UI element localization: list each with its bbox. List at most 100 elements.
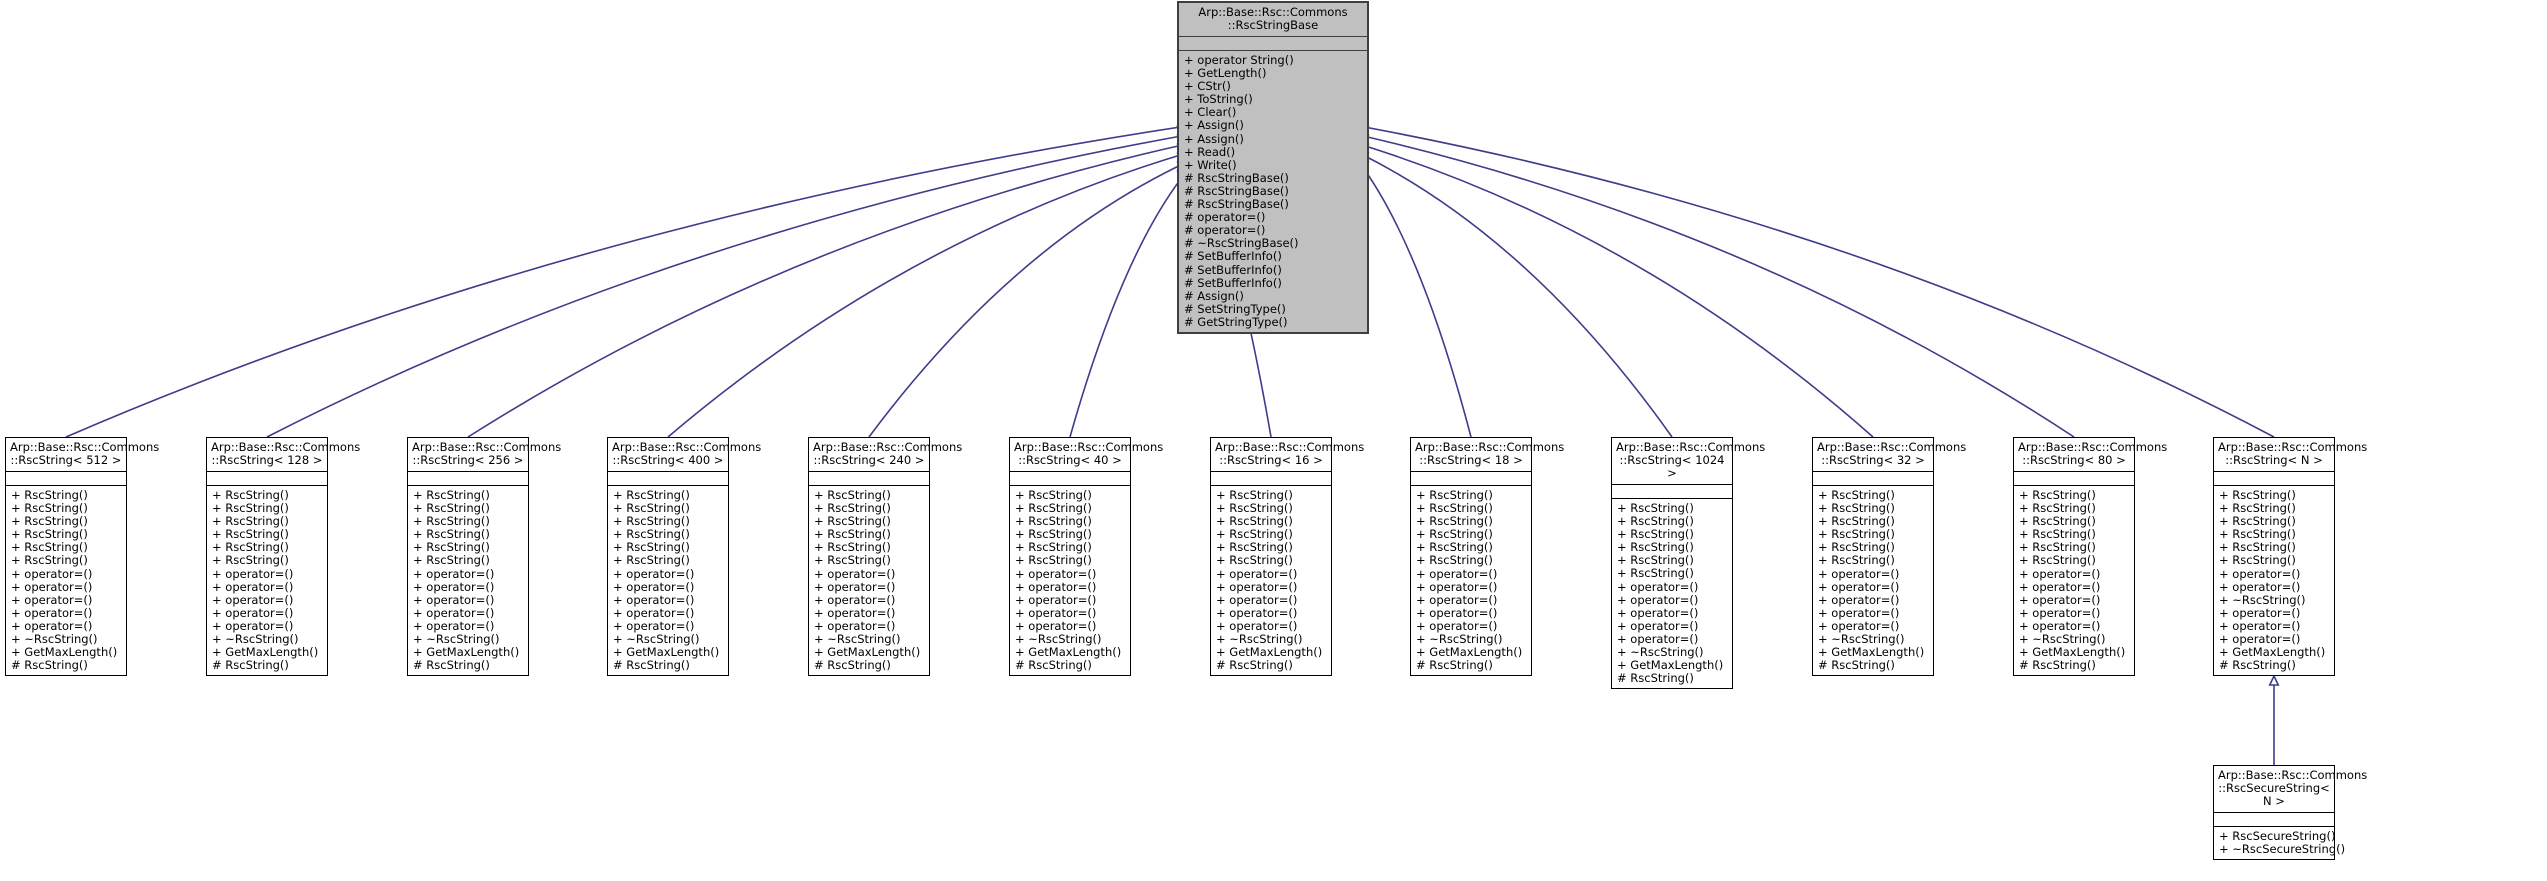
class-operation: + operator=()	[2019, 592, 2101, 607]
class-operation: + RscString()	[1617, 501, 1694, 515]
class-operation: # SetBufferInfo()	[1184, 249, 1282, 264]
class-operation: + operator=()	[2019, 605, 2101, 620]
class-box-rscstring-400[interactable]: Arp::Base::Rsc::Commons ::RscString< 400…	[607, 437, 761, 677]
class-operation: + RscString()	[1416, 540, 1493, 555]
class-box-rscsecurestring-n[interactable]: Arp::Base::Rsc::Commons ::RscSecureStrin…	[2213, 765, 2367, 861]
class-operations-compartment: + RscString()+ RscString()+ RscString()+…	[1211, 486, 1331, 675]
class-operation: + RscString()	[2019, 501, 2096, 516]
class-operation: + GetMaxLength()	[1617, 658, 1724, 673]
class-operation: + GetMaxLength()	[1818, 645, 1925, 660]
class-box-rscstring-80[interactable]: Arp::Base::Rsc::Commons ::RscString< 80 …	[2013, 437, 2167, 677]
class-operation: # RscString()	[2219, 658, 2296, 673]
class-title: Arp::Base::Rsc::Commons ::RscString< 80 …	[2014, 438, 2167, 472]
class-operation: + operator=()	[212, 618, 294, 633]
class-operation: + RscString()	[2019, 553, 2096, 568]
class-box-rscstring-18[interactable]: Arp::Base::Rsc::Commons ::RscString< 18 …	[1410, 437, 1564, 677]
class-operation: + Read()	[1184, 144, 1236, 159]
class-operation: # SetBufferInfo()	[1184, 275, 1282, 290]
class-operation: + RscString()	[1216, 527, 1293, 542]
class-operation: + RscString()	[1617, 566, 1694, 581]
class-operation: + RscString()	[1617, 527, 1694, 542]
class-operation: + operator=()	[1617, 592, 1699, 607]
class-operation: + ~RscString()	[1617, 645, 1704, 660]
class-operation: + operator=()	[814, 566, 896, 581]
class-operation: + RscString()	[1015, 501, 1092, 516]
generalization-edge	[1358, 134, 2075, 438]
class-attributes-compartment	[2214, 472, 2334, 486]
class-operation: # SetStringType()	[1184, 301, 1286, 316]
generalization-edge	[1358, 143, 1874, 438]
class-operation: + RscString()	[1818, 488, 1895, 502]
class-title-line1: Arp::Base::Rsc::Commons	[10, 440, 160, 454]
class-box-rscstring-40[interactable]: Arp::Base::Rsc::Commons ::RscString< 40 …	[1009, 437, 1163, 677]
class-title-line2: ::RscString< 16 >	[1219, 453, 1323, 467]
class-operation: + operator=()	[814, 605, 896, 620]
class-operation: + RscString()	[1818, 527, 1895, 542]
class-operation: + RscString()	[413, 527, 490, 542]
class-operation: + RscString()	[1416, 501, 1493, 516]
class-box-rscstring-240[interactable]: Arp::Base::Rsc::Commons ::RscString< 240…	[808, 437, 962, 677]
class-operation: + operator=()	[212, 579, 294, 594]
class-title-line1: Arp::Base::Rsc::Commons	[2218, 768, 2368, 782]
class-box-rscstring-128[interactable]: Arp::Base::Rsc::Commons ::RscString< 128…	[206, 437, 360, 677]
class-operation: + operator String()	[1184, 53, 1294, 67]
class-box-rscstring-n[interactable]: Arp::Base::Rsc::Commons ::RscString< N >…	[2213, 437, 2367, 677]
class-operation: + operator=()	[613, 579, 695, 594]
class-operations-compartment: + RscSecureString()+ ~RscSecureString()	[2214, 827, 2345, 859]
class-operation: + RscString()	[1617, 553, 1694, 568]
class-operation: + RscString()	[1818, 553, 1895, 568]
class-operation: + operator=()	[1015, 579, 1097, 594]
class-operation: + RscString()	[2219, 501, 2296, 516]
class-title: Arp::Base::Rsc::Commons ::RscString< 40 …	[1010, 438, 1163, 472]
class-operation: + RscString()	[212, 501, 289, 516]
class-operations-compartment: + RscString()+ RscString()+ RscString()+…	[1411, 486, 1531, 675]
class-operation: + RscString()	[413, 501, 490, 516]
class-operations-compartment: + RscString()+ RscString()+ RscString()+…	[608, 486, 728, 675]
class-attributes-compartment	[1211, 472, 1331, 486]
class-operation: + operator=()	[1617, 579, 1699, 594]
class-operation: # RscString()	[1617, 671, 1694, 686]
class-box-rscstring-32[interactable]: Arp::Base::Rsc::Commons ::RscString< 32 …	[1812, 437, 1966, 677]
class-title-line1: Arp::Base::Rsc::Commons	[2218, 440, 2368, 454]
class-operations-compartment: + RscString()+ RscString()+ RscString()+…	[809, 486, 929, 675]
class-operation: + operator=()	[2019, 566, 2101, 581]
class-box-rscstring-16[interactable]: Arp::Base::Rsc::Commons ::RscString< 16 …	[1210, 437, 1364, 677]
class-attributes-compartment	[2014, 472, 2134, 486]
class-box-rscstring-256[interactable]: Arp::Base::Rsc::Commons ::RscString< 256…	[407, 437, 561, 677]
class-operation: # RscString()	[212, 658, 289, 673]
class-operation: + RscString()	[212, 527, 289, 542]
class-operation: + operator=()	[413, 605, 495, 620]
class-operation: + RscString()	[11, 553, 88, 568]
class-title: Arp::Base::Rsc::Commons ::RscString< 16 …	[1211, 438, 1364, 472]
class-operation: + ~RscString()	[1216, 632, 1303, 647]
class-operation: + RscString()	[1015, 488, 1092, 502]
class-title-line2: ::RscString< 40 >	[1018, 453, 1122, 467]
class-operation: + operator=()	[1216, 605, 1298, 620]
class-operation: + GetMaxLength()	[1216, 645, 1323, 660]
class-title-line2: ::RscString< 32 >	[1821, 453, 1925, 467]
class-operation: + operator=()	[2219, 605, 2301, 620]
class-operation: + operator=()	[1818, 592, 1900, 607]
class-box-rscstring-512[interactable]: Arp::Base::Rsc::Commons ::RscString< 512…	[5, 437, 159, 677]
class-title-line2: ::RscStringBase	[1227, 18, 1319, 32]
class-box-rscstring-1024[interactable]: Arp::Base::Rsc::Commons ::RscString< 102…	[1611, 437, 1765, 690]
class-title-line2: ::RscString< 240 >	[813, 453, 925, 467]
class-operation: + ~RscString()	[2219, 592, 2306, 607]
generalization-edge	[1358, 152, 1673, 438]
class-operation: + RscString()	[2219, 527, 2296, 542]
class-operation: + operator=()	[613, 605, 695, 620]
class-operation: # SetBufferInfo()	[1184, 262, 1282, 277]
class-operation: + RscString()	[1416, 553, 1493, 568]
generalization-edge	[1069, 170, 1188, 438]
class-operations-compartment: + RscString() + RscString() + RscString() +…	[1813, 486, 1933, 675]
class-operation: + operator=()	[1216, 566, 1298, 581]
class-box-rscstringbase[interactable]: Arp::Base::Rsc::Commons ::RscStringBase …	[1177, 1, 1369, 334]
class-operation: + RscString()	[2219, 514, 2296, 529]
class-operation: + GetMaxLength()	[1015, 645, 1122, 660]
class-title: Arp::Base::Rsc::Commons ::RscString< 32 …	[1813, 438, 1966, 472]
class-operation: + operator=()	[613, 592, 695, 607]
class-operation: + Assign()	[1184, 131, 1244, 146]
class-operation: + operator=()	[2219, 566, 2301, 581]
class-operation: + ~RscString()	[1416, 632, 1503, 647]
